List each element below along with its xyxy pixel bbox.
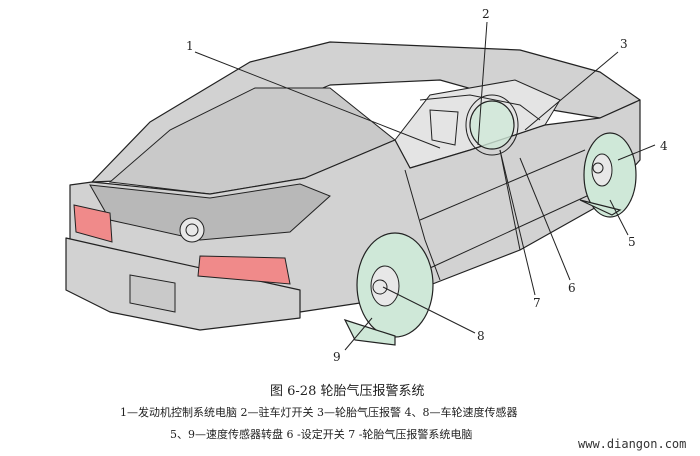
callout-6: 6 [568, 281, 576, 295]
callout-3: 3 [620, 37, 628, 51]
leader-lines [194, 21, 656, 351]
callout-1: 1 [186, 39, 194, 53]
callout-9: 9 [333, 350, 341, 364]
callout-5: 5 [628, 235, 636, 249]
car-illustration [65, 41, 641, 331]
callout-8: 8 [477, 329, 485, 343]
caption-title: 图 6-28 轮胎气压报警系统 [270, 383, 424, 399]
figure-caption: 图 6-28 轮胎气压报警系统 1—发动机控制系统电脑 2—驻车灯开关 3—轮胎… [120, 383, 517, 441]
front-wheel [579, 132, 637, 218]
caption-legend-line-2: 5、9—速度传感器转盘 6 -设定开关 7 -轮胎气压报警系统电脑 [170, 427, 472, 441]
callout-2: 2 [482, 7, 490, 21]
warning-display-highlight [469, 100, 515, 150]
callout-numbers: 1 2 3 4 5 6 7 8 9 [186, 7, 668, 364]
callout-7: 7 [533, 296, 541, 310]
rear-wheel [343, 232, 434, 346]
caption-legend-line-1: 1—发动机控制系统电脑 2—驻车灯开关 3—轮胎气压报警 4、8—车轮速度传感器 [120, 405, 517, 419]
watermark: www.diangon.com [578, 437, 686, 451]
callout-4: 4 [660, 139, 668, 153]
